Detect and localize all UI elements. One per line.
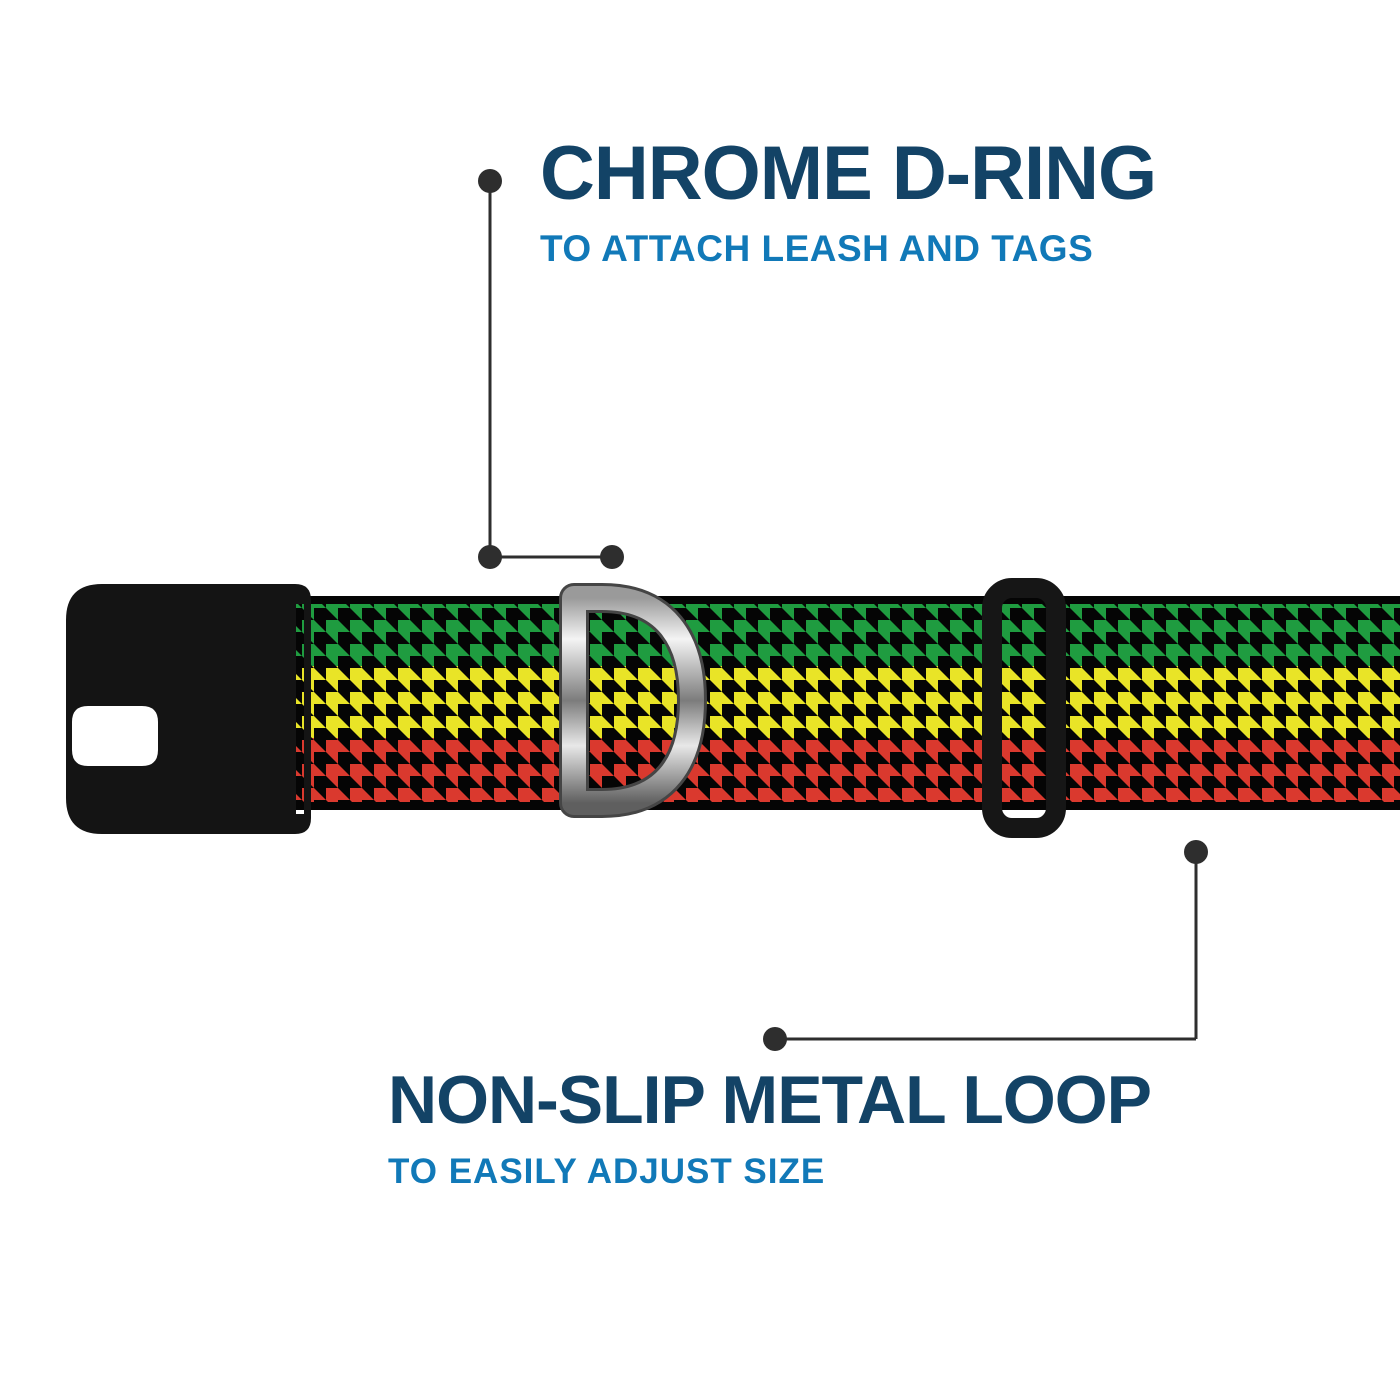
callout-dot [600, 545, 624, 569]
top-annotation-subtitle: TO ATTACH LEASH AND TAGS [540, 228, 1094, 269]
side-release-buckle [56, 570, 326, 848]
metal-adjuster-loop [972, 576, 1076, 840]
callout-dot [478, 169, 502, 193]
webbing-yellow-band [230, 666, 1400, 738]
d-ring-chrome [562, 586, 704, 815]
webbing-green-band [230, 604, 1400, 666]
buckle-svg [66, 584, 311, 834]
buckle-body [66, 584, 311, 834]
callout-dot [478, 545, 502, 569]
callout-bottom [763, 840, 1208, 1051]
adjuster-loop-svg [982, 578, 1066, 838]
top-annotation: CHROME D-RING TO ATTACH LEASH AND TAGS [540, 131, 1157, 270]
bottom-annotation: NON-SLIP METAL LOOP TO EASILY ADJUST SIZ… [388, 1062, 1152, 1192]
callout-dot [1184, 840, 1208, 864]
bottom-annotation-subtitle: TO EASILY ADJUST SIZE [388, 1152, 826, 1191]
top-annotation-title: CHROME D-RING [540, 131, 1157, 216]
webbing-pattern-svg [230, 596, 1400, 810]
collar-webbing [230, 596, 1400, 810]
callout-dot [763, 1027, 787, 1051]
bottom-annotation-title: NON-SLIP METAL LOOP [388, 1062, 1152, 1138]
webbing-red-band [230, 738, 1400, 802]
d-ring-svg [559, 583, 707, 818]
adjuster-loop-frame [982, 578, 1066, 838]
chrome-d-ring [540, 578, 710, 823]
